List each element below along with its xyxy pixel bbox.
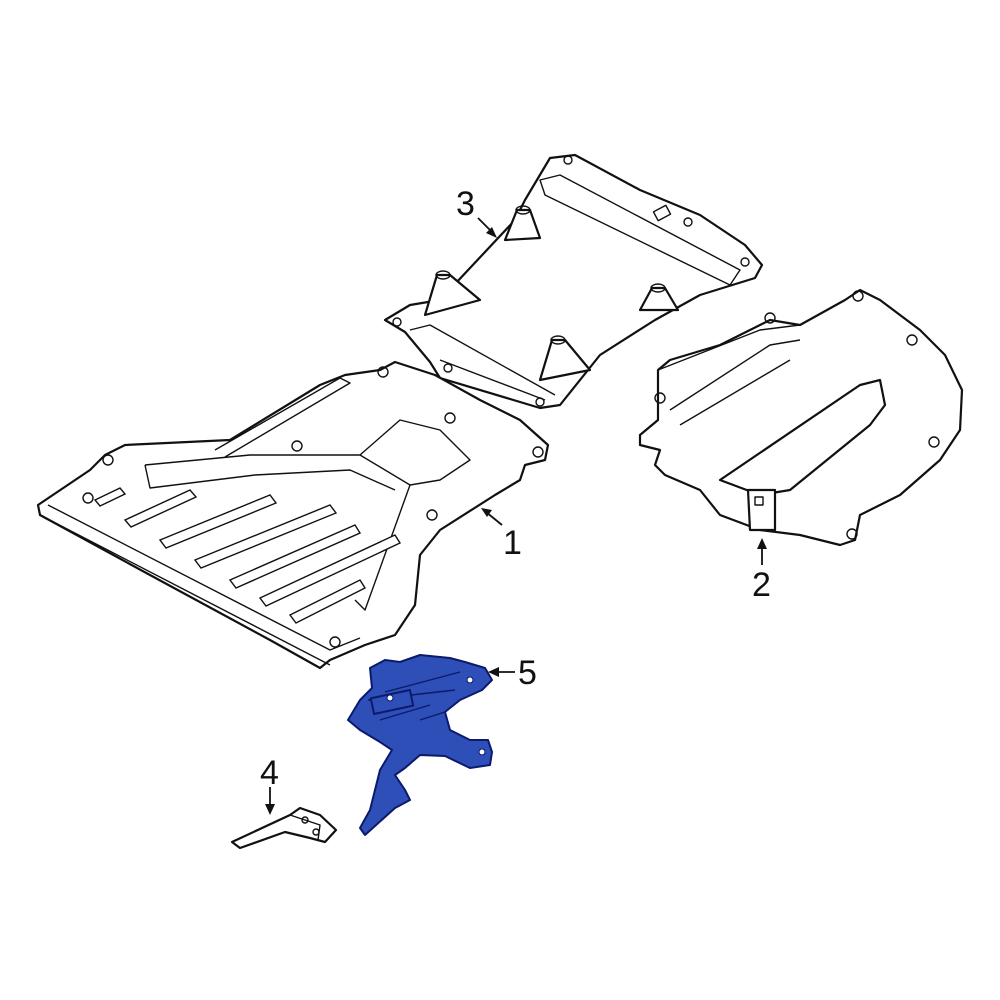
part-4-small-bracket[interactable]	[230, 806, 338, 850]
callout-3: 3	[456, 185, 475, 223]
callout-2: 2	[752, 566, 771, 604]
part-5-bracket-highlighted[interactable]	[347, 654, 493, 836]
part-3-upper-shield[interactable]	[383, 153, 764, 410]
leader-lines	[265, 217, 767, 815]
part-2-side-shield[interactable]	[638, 288, 964, 547]
callout-4: 4	[260, 754, 279, 792]
callout-5: 5	[518, 654, 537, 692]
callout-1: 1	[503, 524, 522, 562]
part-1-underbody-shield[interactable]	[36, 360, 550, 670]
